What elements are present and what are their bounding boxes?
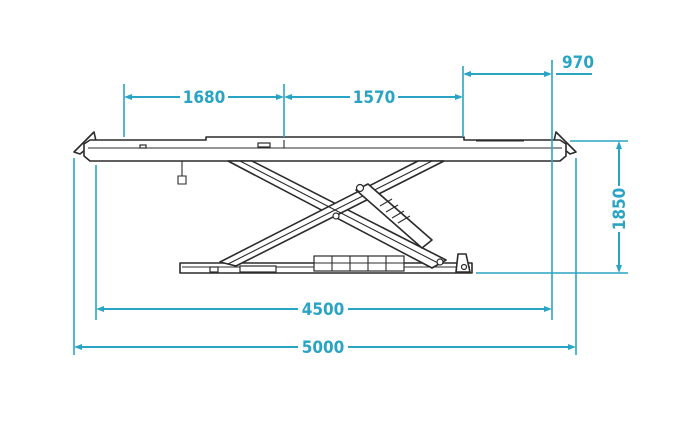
dimension-1680: 1680 bbox=[124, 88, 284, 108]
label-4500: 4500 bbox=[302, 300, 345, 320]
label-5000: 5000 bbox=[302, 338, 345, 358]
safety-lock bbox=[177, 161, 187, 185]
deck-slot bbox=[257, 142, 271, 148]
arm-b-inner bbox=[227, 160, 433, 265]
dimension-1570: 1570 bbox=[284, 88, 463, 108]
base-pivot-right bbox=[436, 258, 444, 266]
hydraulic-ram bbox=[355, 183, 433, 249]
base-plate bbox=[239, 265, 277, 273]
platform-deck bbox=[83, 136, 567, 162]
bracket-pin bbox=[460, 263, 468, 271]
ram-ribs bbox=[379, 198, 411, 224]
ram-pivot-top bbox=[355, 183, 365, 193]
label-1850: 1850 bbox=[610, 188, 630, 231]
dimensions: 1680 1570 970 1850 bbox=[73, 53, 630, 358]
dimension-4500: 4500 bbox=[96, 300, 552, 320]
dimension-1850: 1850 bbox=[610, 141, 630, 273]
label-1680: 1680 bbox=[183, 88, 226, 108]
deck-mark bbox=[139, 144, 147, 149]
label-970: 970 bbox=[562, 53, 594, 73]
arm-a-inner bbox=[239, 160, 439, 264]
label-1570: 1570 bbox=[353, 88, 396, 108]
scissor-lift-machine bbox=[73, 131, 577, 274]
center-pivot bbox=[332, 212, 340, 220]
cylinder-block bbox=[313, 255, 405, 272]
dimension-5000: 5000 bbox=[74, 338, 576, 358]
dimension-970: 970 bbox=[463, 53, 594, 77]
base-bolt bbox=[209, 266, 219, 273]
